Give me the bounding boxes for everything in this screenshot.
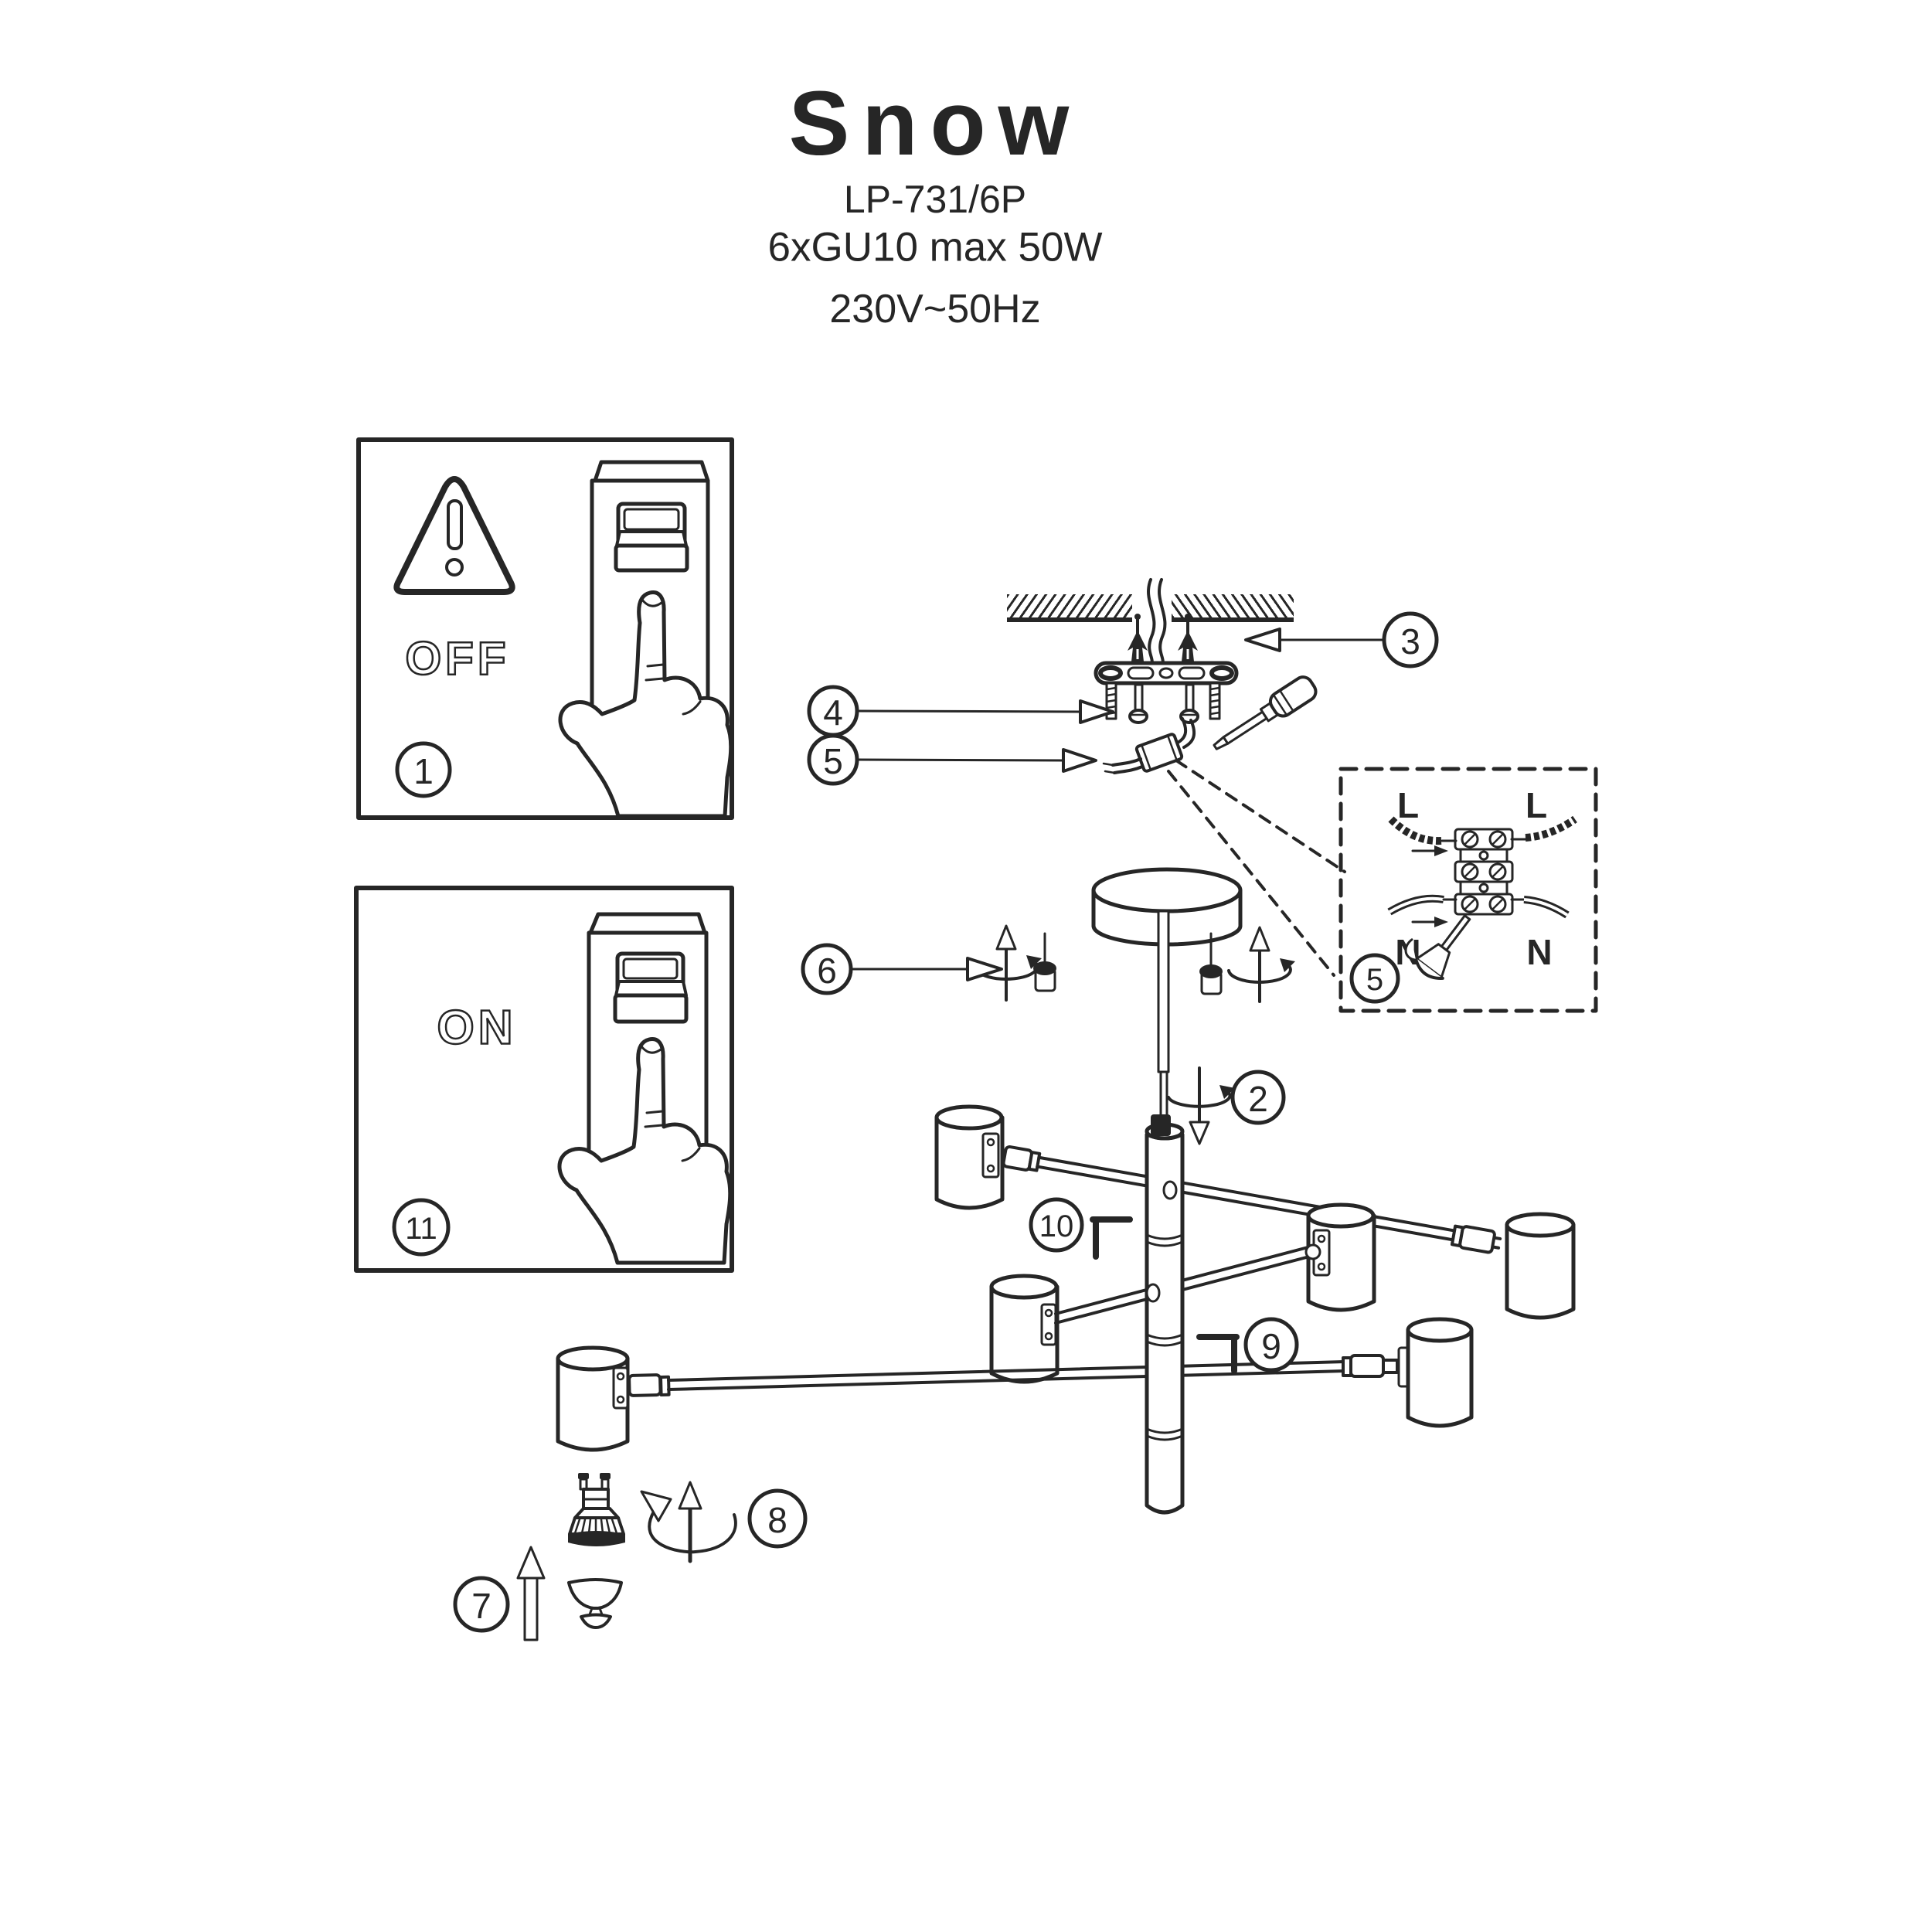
wall-plug-anchor-left <box>1128 614 1148 662</box>
column-arm-hole-top <box>1162 1180 1178 1200</box>
callout-8: 8 <box>747 1488 808 1549</box>
callout-1-number: 1 <box>413 751 434 791</box>
spot-head-middle-right <box>1304 1202 1376 1312</box>
spot-head-lower-left <box>556 1345 630 1452</box>
callout-10: 10 <box>1029 1197 1133 1260</box>
suspension-rod <box>1157 910 1170 1120</box>
bulb-rotate-arrow-icon <box>640 1481 737 1563</box>
column-arm-hole-middle <box>1145 1283 1161 1303</box>
callout-8-number: 8 <box>767 1500 787 1540</box>
supply-wire-connector <box>1102 717 1196 774</box>
detail-leader-line-2 <box>1167 770 1335 977</box>
live-wire-left <box>1388 816 1443 845</box>
callout-4-number: 4 <box>823 692 843 733</box>
arm-top <box>1002 1145 1502 1254</box>
page-title: Snow <box>789 73 1082 175</box>
title-block: Snow LP-731/6P 6xGU10 max 50W 230V~50Hz <box>768 73 1103 332</box>
callout-9-number: 9 <box>1261 1326 1281 1366</box>
canopy-screw-right <box>1179 683 1199 724</box>
panel-on: ON 11 <box>354 886 734 1273</box>
canopy-knob-right <box>1199 932 1223 995</box>
ceiling-canopy <box>1091 867 1243 947</box>
callout-5-detail-number: 5 <box>1366 963 1383 997</box>
callout-5-number: 5 <box>823 741 843 781</box>
callout-2: 2 <box>1167 1066 1286 1145</box>
panel-off: OFF 1 <box>356 437 734 820</box>
mounting-bracket <box>1094 661 1239 685</box>
ceiling-hatch-left <box>1007 594 1132 622</box>
screwdriver-icon <box>1213 675 1318 750</box>
ceiling-mounting-area: 3 4 5 <box>807 578 1439 977</box>
terminal-block <box>1454 828 1514 916</box>
ceiling-hatch-right <box>1172 594 1294 622</box>
wire-insert-arrow-bottom <box>1411 917 1448 927</box>
callout-3-number: 3 <box>1400 621 1420 662</box>
neutral-wire-left <box>1387 894 1458 916</box>
neutral-label-right: N <box>1526 932 1552 972</box>
callout-5: 5 <box>807 733 1097 786</box>
rotate-arrow-right-icon <box>1227 926 1295 1003</box>
callout-6-number: 6 <box>817 951 837 991</box>
canopy-knob-left <box>1033 932 1056 992</box>
central-column <box>1145 1114 1185 1515</box>
callout-3: 3 <box>1244 611 1439 668</box>
callout-6: 6 <box>801 943 1003 995</box>
mounting-screw-right <box>1209 682 1221 720</box>
neutral-wire-right <box>1510 896 1570 919</box>
callout-10-number: 10 <box>1039 1209 1074 1243</box>
callout-11: 11 <box>392 1198 451 1257</box>
live-label-left: L <box>1397 785 1419 825</box>
detail-leader-line-1 <box>1175 759 1346 873</box>
column-top-adapter <box>1151 1114 1171 1136</box>
lamp-spec: 6xGU10 max 50W <box>768 225 1103 270</box>
spot-head-middle-left <box>989 1274 1060 1384</box>
spot-head-far-right <box>1505 1212 1576 1320</box>
callout-9: 9 <box>1196 1317 1299 1374</box>
mains-wire-1 <box>1147 578 1156 668</box>
wire-insert-arrow-top <box>1411 845 1448 856</box>
model-number: LP-731/6P <box>844 178 1026 221</box>
panel-off-border <box>356 437 734 820</box>
callout-1: 1 <box>395 741 452 798</box>
power-spec: 230V~50Hz <box>829 287 1040 332</box>
canopy-screw-left <box>1128 683 1148 724</box>
spot-head-upper-left <box>934 1104 1005 1210</box>
panel-on-border <box>354 886 734 1273</box>
callout-7-number: 7 <box>471 1586 492 1626</box>
gu10-bulb-icon <box>568 1473 625 1546</box>
callout-11-number: 11 <box>405 1212 437 1246</box>
callout-2-number: 2 <box>1248 1079 1268 1119</box>
pressing-hand-illustration-on <box>557 1037 733 1265</box>
pressing-hand-illustration <box>558 590 733 818</box>
warning-triangle-icon <box>393 476 515 595</box>
wall-plug-anchor-right <box>1178 614 1198 662</box>
lamp-assembly: 6 2 <box>556 867 1576 1515</box>
spot-head-lower-right <box>1397 1317 1474 1428</box>
live-label-right: L <box>1526 785 1547 825</box>
live-wire-right <box>1525 815 1577 842</box>
socket-holder-icon <box>567 1578 623 1629</box>
bulb-installation-area: 8 7 <box>453 1473 808 1641</box>
callout-7: 7 <box>453 1546 546 1641</box>
panel-on-label: ON <box>437 1002 517 1055</box>
rotate-arrow-left-icon <box>974 924 1042 1002</box>
arm-middle <box>1054 1244 1317 1325</box>
callout-4: 4 <box>807 685 1114 737</box>
terminal-screwdriver-icon <box>1404 914 1471 980</box>
mains-wire-2 <box>1158 578 1167 668</box>
wiring-detail-border <box>1338 767 1598 1013</box>
wiring-detail-box: L L N N <box>1338 767 1598 1013</box>
callout-5-detail: 5 <box>1349 953 1400 1004</box>
panel-off-label: OFF <box>406 633 510 685</box>
